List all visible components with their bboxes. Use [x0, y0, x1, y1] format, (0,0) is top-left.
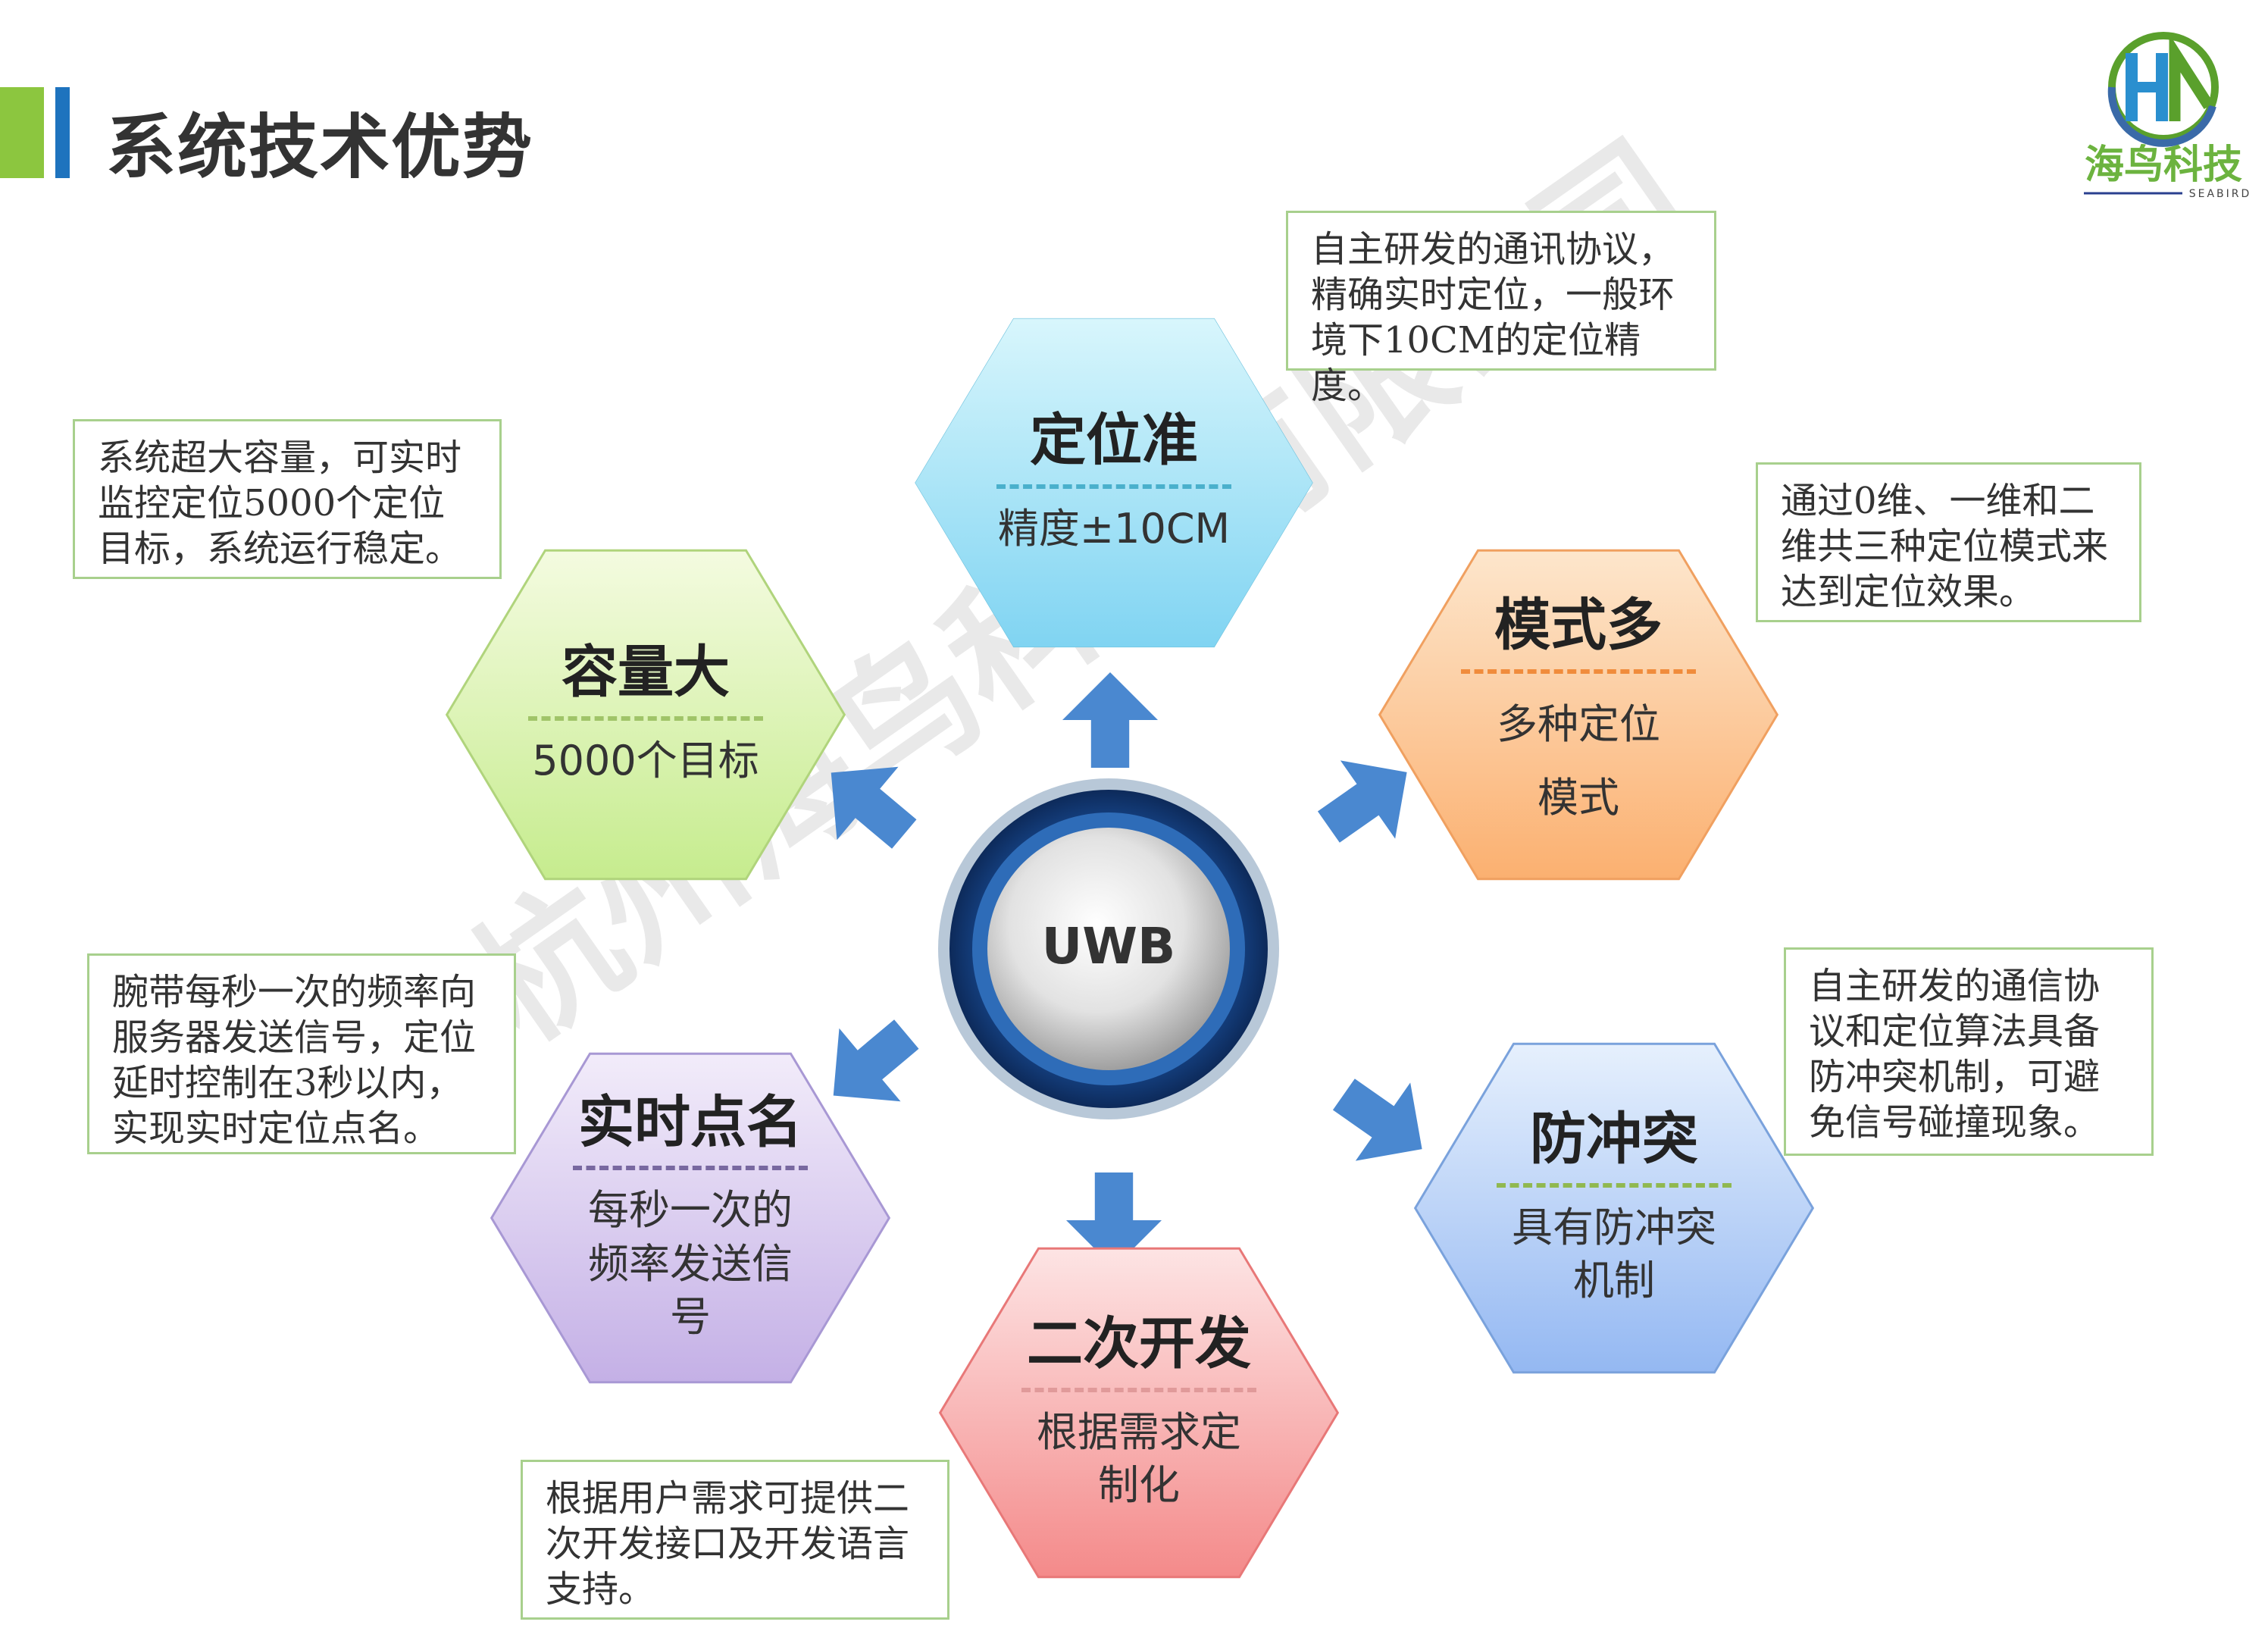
svg-text:SEABIRD: SEABIRD — [2189, 188, 2252, 200]
arrow-up-icon — [1057, 667, 1163, 773]
hex-large-capacity: 容量大 5000个目标 — [445, 549, 846, 881]
hex-title: 防冲突 — [1530, 1107, 1698, 1172]
note-development: 根据用户需求可提供二次开发接口及开发语言支持。 — [521, 1460, 949, 1620]
hex-realtime-rollcall: 实时点名每秒一次的频率发送信号 — [490, 1052, 891, 1384]
hex-title: 定位准 — [1030, 408, 1198, 474]
uwb-center-circle — [934, 775, 1283, 1123]
divider — [996, 484, 1231, 489]
note-accuracy: 自主研发的通讯协议，精确实时定位，一般环境下10CM的定位精度。 — [1286, 211, 1716, 407]
hex-title: 实时点名 — [578, 1090, 802, 1156]
note-rollcall: 腕带每秒一次的频率向服务器发送信号，定位延时控制在3秒以内，实现实时定位点名。 — [87, 953, 516, 1154]
hex-title: 容量大 — [562, 640, 730, 706]
hex-positioning-accuracy: 定位准精度±10CM — [913, 317, 1315, 649]
arrow-down-icon — [1061, 1167, 1167, 1273]
divider — [1021, 1387, 1256, 1392]
hex-subtitle: 精度±10CM — [997, 504, 1231, 553]
hex-anti-collision: 防冲突具有防冲突机制 — [1413, 1042, 1815, 1374]
note-capacity: 系统超大容量，可实时监控定位5000个定位目标，系统运行稳定。 — [73, 419, 502, 579]
title-accent-blue — [55, 87, 70, 178]
hex-subtitle: 每秒一次的频率发送信号 — [588, 1186, 793, 1341]
uwb-label: UWB — [1041, 917, 1176, 975]
arrow-down-left-icon — [795, 990, 944, 1139]
svg-text:海鸟科技: 海鸟科技 — [2085, 142, 2242, 188]
hex-title: 模式多 — [1494, 593, 1663, 659]
note-anti-collision: 自主研发的通信协议和定位算法具备防冲突机制，可避免信号碰撞现象。 — [1784, 947, 2154, 1156]
arrow-up-left-icon — [793, 728, 942, 878]
divider — [1497, 1182, 1732, 1188]
hex-subtitle: 多种定位模式 — [1497, 700, 1660, 822]
hex-subtitle: 根据需求定制化 — [1037, 1407, 1241, 1509]
hex-secondary-development: 二次开发根据需求定制化 — [938, 1247, 1340, 1579]
hex-multiple-modes: 模式多多种定位模式 — [1378, 549, 1779, 881]
hex-subtitle: 具有防冲突机制 — [1512, 1203, 1716, 1304]
divider — [528, 715, 763, 721]
divider — [1461, 668, 1696, 674]
page-title: 系统技术优势 — [106, 107, 534, 188]
company-logo: 海鸟科技 SEABIRD — [2069, 23, 2258, 205]
title-accent-green — [0, 87, 44, 178]
arrow-up-right-icon — [1294, 726, 1442, 874]
hex-title: 二次开发 — [1027, 1311, 1251, 1377]
hex-subtitle: 5000个目标 — [532, 736, 759, 784]
note-modes: 通过0维、一维和二维共三种定位模式来达到定位效果。 — [1756, 462, 2141, 622]
arrow-down-right-icon — [1309, 1048, 1457, 1196]
divider — [573, 1166, 808, 1171]
